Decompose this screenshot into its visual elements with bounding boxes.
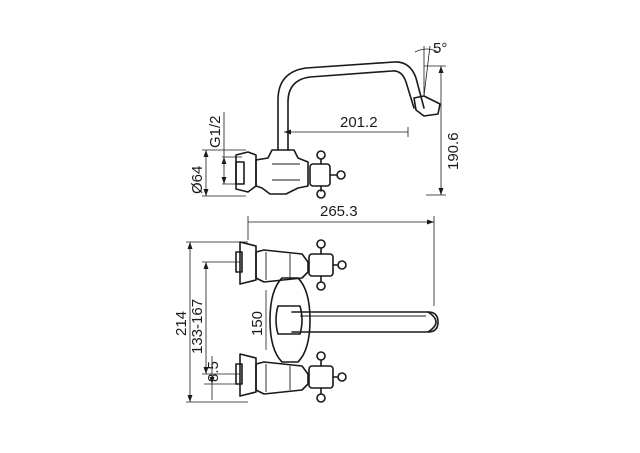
dimension-flange-diameter: Ø64: [189, 149, 246, 197]
cross-handle-upper: [308, 239, 347, 291]
dimension-angle: 5°: [414, 40, 447, 97]
spout-tube-outer: [277, 61, 425, 151]
valve-body: [255, 149, 309, 195]
dimension-label-total-height: 214: [173, 311, 190, 336]
wall-flange: [235, 151, 257, 193]
dimension-center-range: 133-167: [189, 261, 240, 375]
dimension-reach: 201.2: [284, 114, 409, 137]
dimension-spout-height: 150: [249, 290, 267, 350]
dimension-label-thread: G1/2: [207, 115, 224, 148]
dimension-thread: G1/2: [207, 112, 242, 185]
bridge-body: [269, 277, 311, 363]
dimension-label-reach: 201.2: [340, 114, 378, 131]
dimension-total-height: 214: [173, 241, 248, 403]
dimension-label-offset: 8.5: [205, 361, 222, 382]
dimension-label-height: 190.6: [445, 132, 462, 170]
dimension-label-spout-height: 150: [249, 311, 266, 336]
cross-handle-lower: [308, 351, 347, 403]
front-view: 265.3: [173, 203, 439, 403]
flange-nut: [235, 161, 245, 185]
side-view: 201.2 190.6 5° G1/2: [189, 40, 462, 199]
dimension-offset: 8.5: [204, 356, 240, 400]
spout-horizontal: [291, 311, 439, 333]
dimension-width: 265.3: [247, 203, 435, 306]
dimension-label-angle: 5°: [433, 40, 447, 57]
lower-valve: [235, 351, 347, 403]
cross-handle-side: [309, 150, 346, 199]
dimension-height: 190.6: [424, 65, 462, 196]
dimension-label-flange-diameter: Ø64: [189, 166, 206, 194]
spout-tube-inner: [287, 70, 415, 151]
upper-valve: [235, 239, 347, 291]
dimension-label-center-range: 133-167: [189, 299, 206, 354]
spout-aerator: [413, 95, 441, 117]
dimension-label-width: 265.3: [320, 203, 358, 220]
